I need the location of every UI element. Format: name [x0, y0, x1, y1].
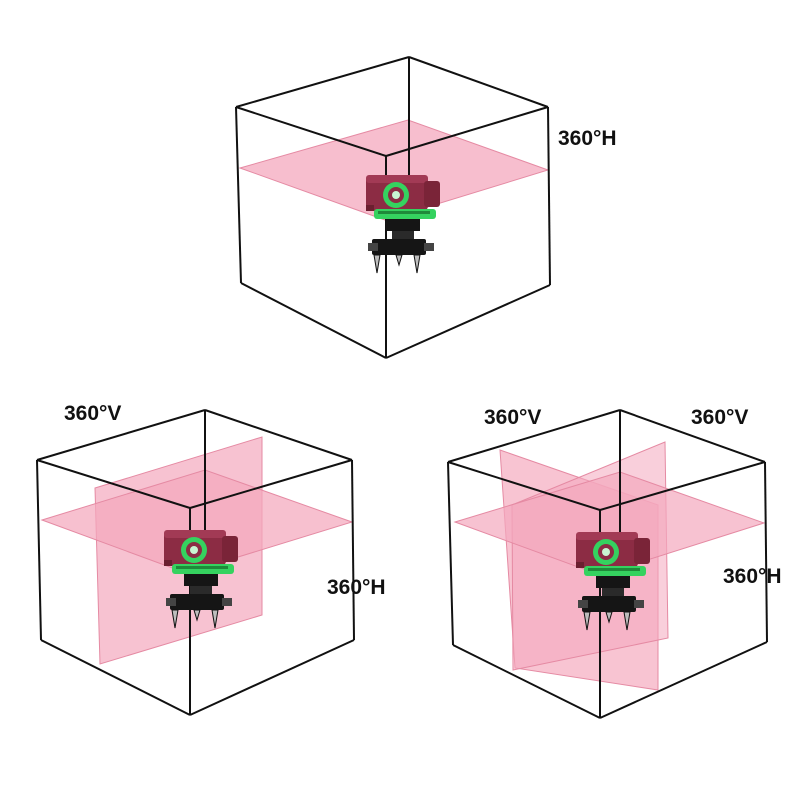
cube-back-edges	[36, 409, 353, 461]
label-360-horizontal: 360°H	[558, 127, 617, 150]
cube-back-edges	[235, 56, 549, 108]
panel-bottom-left	[36, 409, 355, 716]
label-360-horizontal: 360°H	[327, 576, 386, 599]
panel-top	[235, 56, 551, 359]
cube-back-edges	[447, 409, 766, 463]
label-360-vertical: 360°V	[484, 406, 542, 429]
cube-edges	[235, 57, 551, 359]
label-360-vertical: 360°V	[64, 402, 122, 425]
panel-bottom-right	[447, 409, 768, 719]
laser-level-device	[365, 174, 441, 274]
label-360-horizontal: 360°H	[723, 565, 782, 588]
label-360-vertical: 360°V	[691, 406, 749, 429]
horizontal-laser-plane	[453, 471, 766, 576]
